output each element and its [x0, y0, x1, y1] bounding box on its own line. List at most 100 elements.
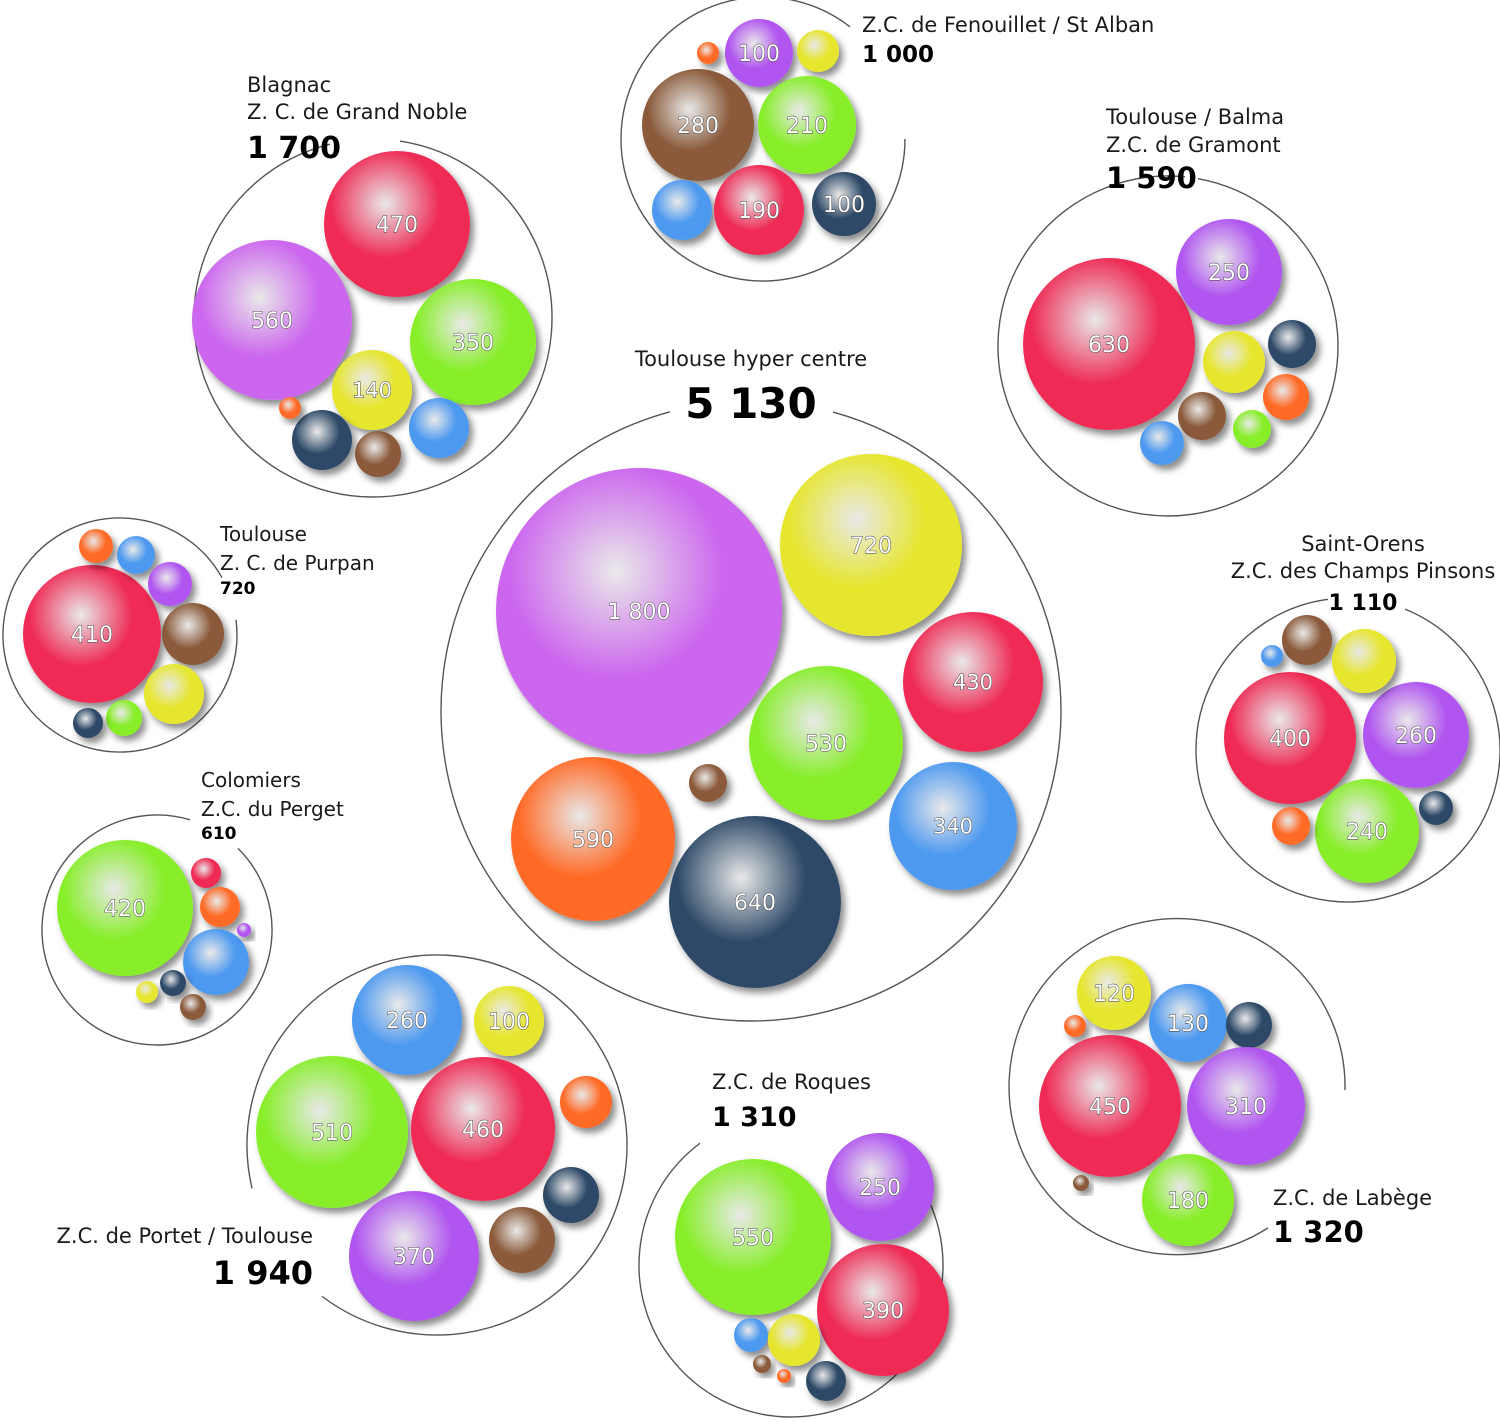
zone-3-bubble-1: [725, 19, 793, 87]
zone-2-bubble-3-label: 350: [452, 331, 494, 356]
zone-3-bubble-8-label: 100: [823, 193, 865, 218]
zone-1-name-line-1: Toulouse hyper centre: [634, 347, 867, 371]
zone-8-bubble-1: [352, 965, 462, 1075]
zone-10-bubble-5: [1039, 1035, 1181, 1177]
zone-9-outline: [638, 1139, 944, 1418]
zone-8-bubble-3: [256, 1056, 408, 1208]
zone-4-bubble-2-label: 250: [1208, 261, 1250, 286]
zone-2-bubble-7: [355, 431, 401, 477]
zone-1-bubble-1-label: 1 800: [608, 600, 671, 625]
zone-5-bubble-5: [162, 603, 224, 665]
zone-2-bubble-8: [279, 397, 301, 419]
zone-7-bubble-3: [200, 887, 240, 927]
zone-6-bubble-2-label: 260: [1395, 724, 1437, 749]
zone-3-total: 1 000: [862, 42, 934, 68]
zone-7-bubble-5: [237, 923, 251, 937]
zone-4-bubble-4: [1203, 331, 1265, 393]
zone-1-bubble-2: [780, 454, 962, 636]
zone-3-bubble-3: [697, 42, 719, 64]
zone-2-bubble-4-label: 140: [352, 379, 392, 403]
zone-5-bubble-1-label: 410: [71, 623, 113, 648]
zone-8-bubble-3-label: 510: [311, 1121, 353, 1146]
zone-5-outline: [2, 517, 238, 753]
zone-10-total: 1 320: [1273, 1215, 1364, 1249]
zone-7-bubble-8: [180, 994, 206, 1020]
zone-6-name-line-2: Z.C. des Champs Pinsons: [1231, 559, 1496, 583]
zone-6-bubble-2: [1363, 682, 1469, 788]
zone-1-outline: [440, 411, 1062, 1022]
zone-9-bubble-6: [753, 1355, 771, 1373]
zone-1-bubble-4: [749, 666, 903, 820]
zone-4-bubble-1-label: 630: [1088, 333, 1130, 358]
zone-1-bubble-7: [669, 816, 841, 988]
zone-2-bubble-2-label: 560: [251, 309, 293, 334]
zone-1-bubble-5: [889, 762, 1017, 890]
zone-8-total: 1 940: [213, 1254, 313, 1292]
zone-6-bubble-6: [1261, 645, 1283, 667]
zone-10-bubble-7: [1142, 1154, 1234, 1246]
zone-5-name-line-2: Z. C. de Purpan: [220, 551, 375, 575]
zone-3-bubble-7: [714, 165, 804, 255]
zone-4-name-line-1: Toulouse / Balma: [1105, 105, 1284, 129]
zone-7-bubble-6: [136, 981, 158, 1003]
zone-7-bubble-1: [57, 840, 193, 976]
zone-7-bubble-2: [191, 858, 221, 888]
zone-1-bubble-6: [511, 757, 675, 921]
zone-10-bubble-1: [1077, 956, 1151, 1030]
zone-1-bubble-7-label: 640: [734, 891, 776, 916]
zone-9-bubble-3: [817, 1244, 949, 1376]
zone-8-outline: [246, 954, 628, 1336]
zone-6-bubble-7: [1272, 807, 1310, 845]
zone-4-bubble-5: [1263, 374, 1309, 420]
zone-5-name-line-1: Toulouse: [219, 522, 307, 546]
zone-2-bubble-1: [324, 151, 470, 297]
zone-8-bubble-5: [560, 1076, 612, 1128]
zone-8-bubble-4: [411, 1057, 555, 1201]
zone-10-bubble-4: [1064, 1015, 1086, 1037]
zone-7-outline: [41, 814, 273, 1046]
zone-6-bubble-3-label: 240: [1346, 820, 1388, 845]
zone-8-bubble-8: [349, 1191, 479, 1321]
zone-6-name-line-1: Saint-Orens: [1301, 532, 1425, 556]
zone-10-bubble-2-label: 130: [1167, 1012, 1209, 1037]
zone-5-bubble-3: [117, 536, 155, 574]
zone-7-total: 610: [201, 824, 237, 844]
zone-4-bubble-8: [1140, 421, 1184, 465]
zone-9-bubble-2-label: 250: [859, 1176, 901, 1201]
zone-4-bubble-3: [1268, 320, 1316, 368]
zone-1-bubble-6-label: 590: [572, 828, 614, 853]
zone-5-bubble-4: [148, 562, 192, 606]
zone-1-bubble-3: [903, 612, 1043, 752]
zone-5-bubble-6: [144, 664, 204, 724]
zone-3-bubble-5: [758, 76, 856, 174]
zone-6-bubble-3: [1315, 779, 1419, 883]
zone-9-bubble-4: [734, 1318, 768, 1352]
zone-10-bubble-2: [1149, 984, 1227, 1062]
zone-2-bubble-2: [192, 240, 352, 400]
zone-4-total: 1 590: [1106, 161, 1197, 195]
zone-8-bubble-4-label: 460: [462, 1118, 504, 1143]
zone-5-bubble-1: [23, 565, 161, 703]
zone-9-bubble-1-label: 550: [732, 1226, 774, 1251]
zone-7-bubble-1-label: 420: [104, 897, 146, 922]
zone-4-name-line-2: Z.C. de Gramont: [1106, 133, 1281, 157]
zone-6-bubble-1-label: 400: [1269, 727, 1311, 752]
zone-1-bubble-5-label: 340: [933, 815, 973, 839]
zone-5-bubble-8: [73, 708, 103, 738]
zone-4-bubble-1: [1023, 258, 1195, 430]
zone-3-bubble-7-label: 190: [738, 199, 780, 224]
zone-3-bubble-8: [812, 172, 876, 236]
zone-8-bubble-8-label: 370: [393, 1245, 435, 1270]
zone-9-bubble-1: [675, 1159, 831, 1315]
zone-10-bubble-6-label: 310: [1225, 1095, 1267, 1120]
zone-9-bubble-5: [768, 1314, 820, 1366]
zone-1-bubble-1: [496, 468, 782, 754]
zone-6-bubble-1: [1224, 672, 1356, 804]
